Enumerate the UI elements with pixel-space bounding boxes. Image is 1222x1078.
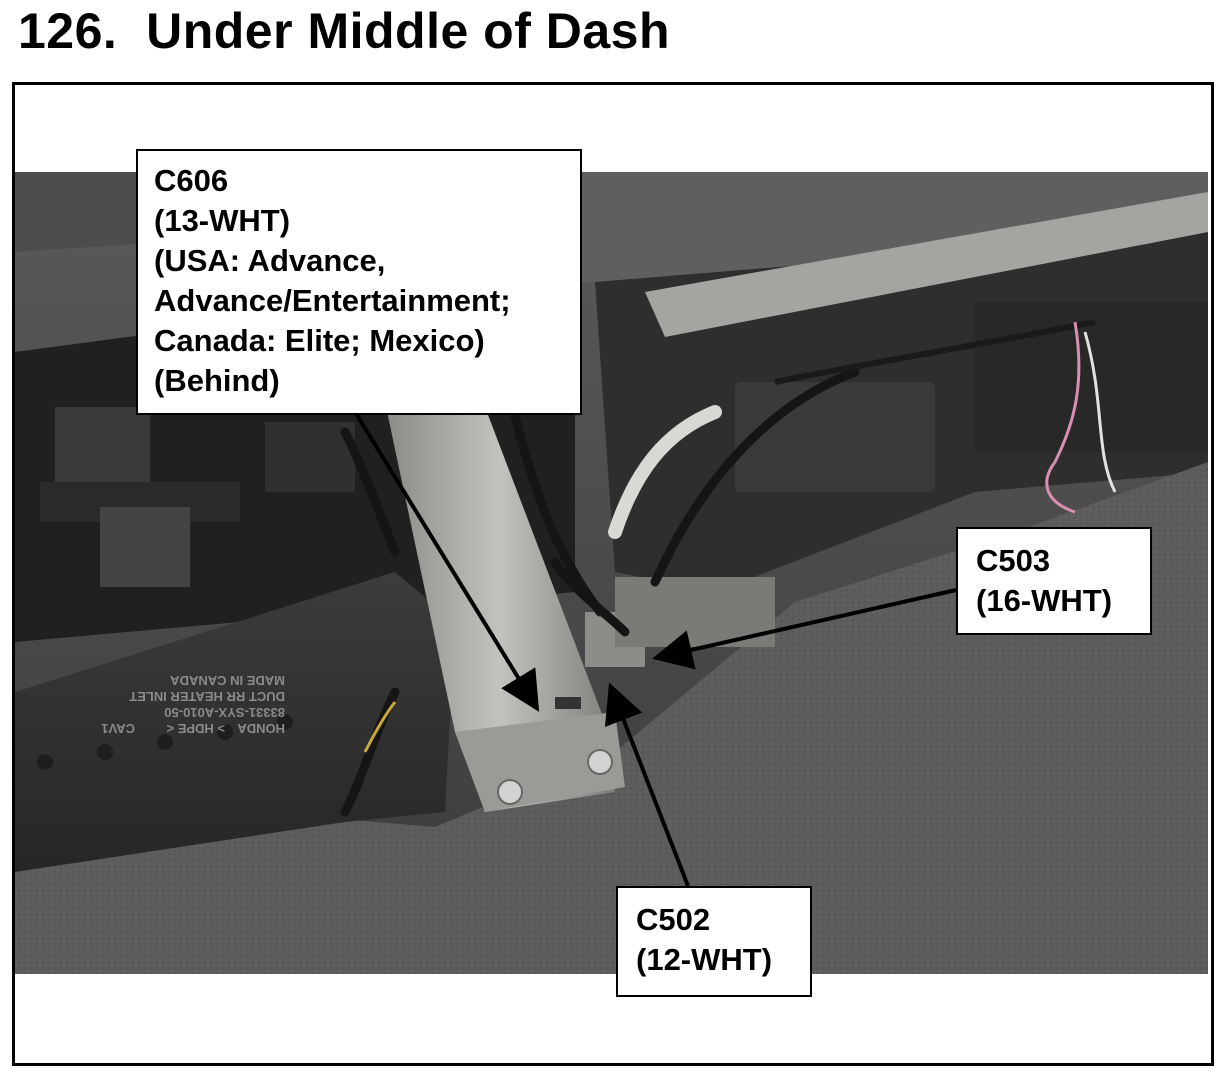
- callout-c606-line: Canada: Elite; Mexico): [154, 323, 485, 358]
- duct-desc-text: DUCT RR HEATER INLET: [129, 689, 285, 704]
- page-title: 126. Under Middle of Dash: [18, 3, 671, 59]
- callout-c503: C503 (16-WHT): [956, 527, 1152, 635]
- duct-cav1-text: CAV1: [101, 721, 135, 736]
- callout-c503-line: (16-WHT): [976, 583, 1113, 618]
- callout-c606-line: (USA: Advance,: [154, 243, 386, 278]
- callout-c606-line: C606: [154, 163, 229, 198]
- callout-c503-line: C503: [976, 543, 1051, 578]
- callout-c502-line: (12-WHT): [636, 942, 773, 977]
- duct-honda-text: HONDA: [237, 721, 285, 736]
- callout-c606-line: Advance/Entertainment;: [154, 283, 511, 318]
- duct-hdpe-text: > HDPE <: [166, 721, 225, 736]
- duct-partno-text: 83331-SYX-A010-50: [164, 705, 285, 720]
- callout-c502: C502 (12-WHT): [616, 886, 812, 997]
- callout-c606-line: (Behind): [154, 363, 280, 398]
- duct-origin-text: MADE IN CANADA: [170, 673, 285, 688]
- callout-c502-line: C502: [636, 902, 711, 937]
- callout-c606-line: (13-WHT): [154, 203, 291, 238]
- callout-c606: C606 (13-WHT) (USA: Advance, Advance/Ent…: [136, 149, 582, 415]
